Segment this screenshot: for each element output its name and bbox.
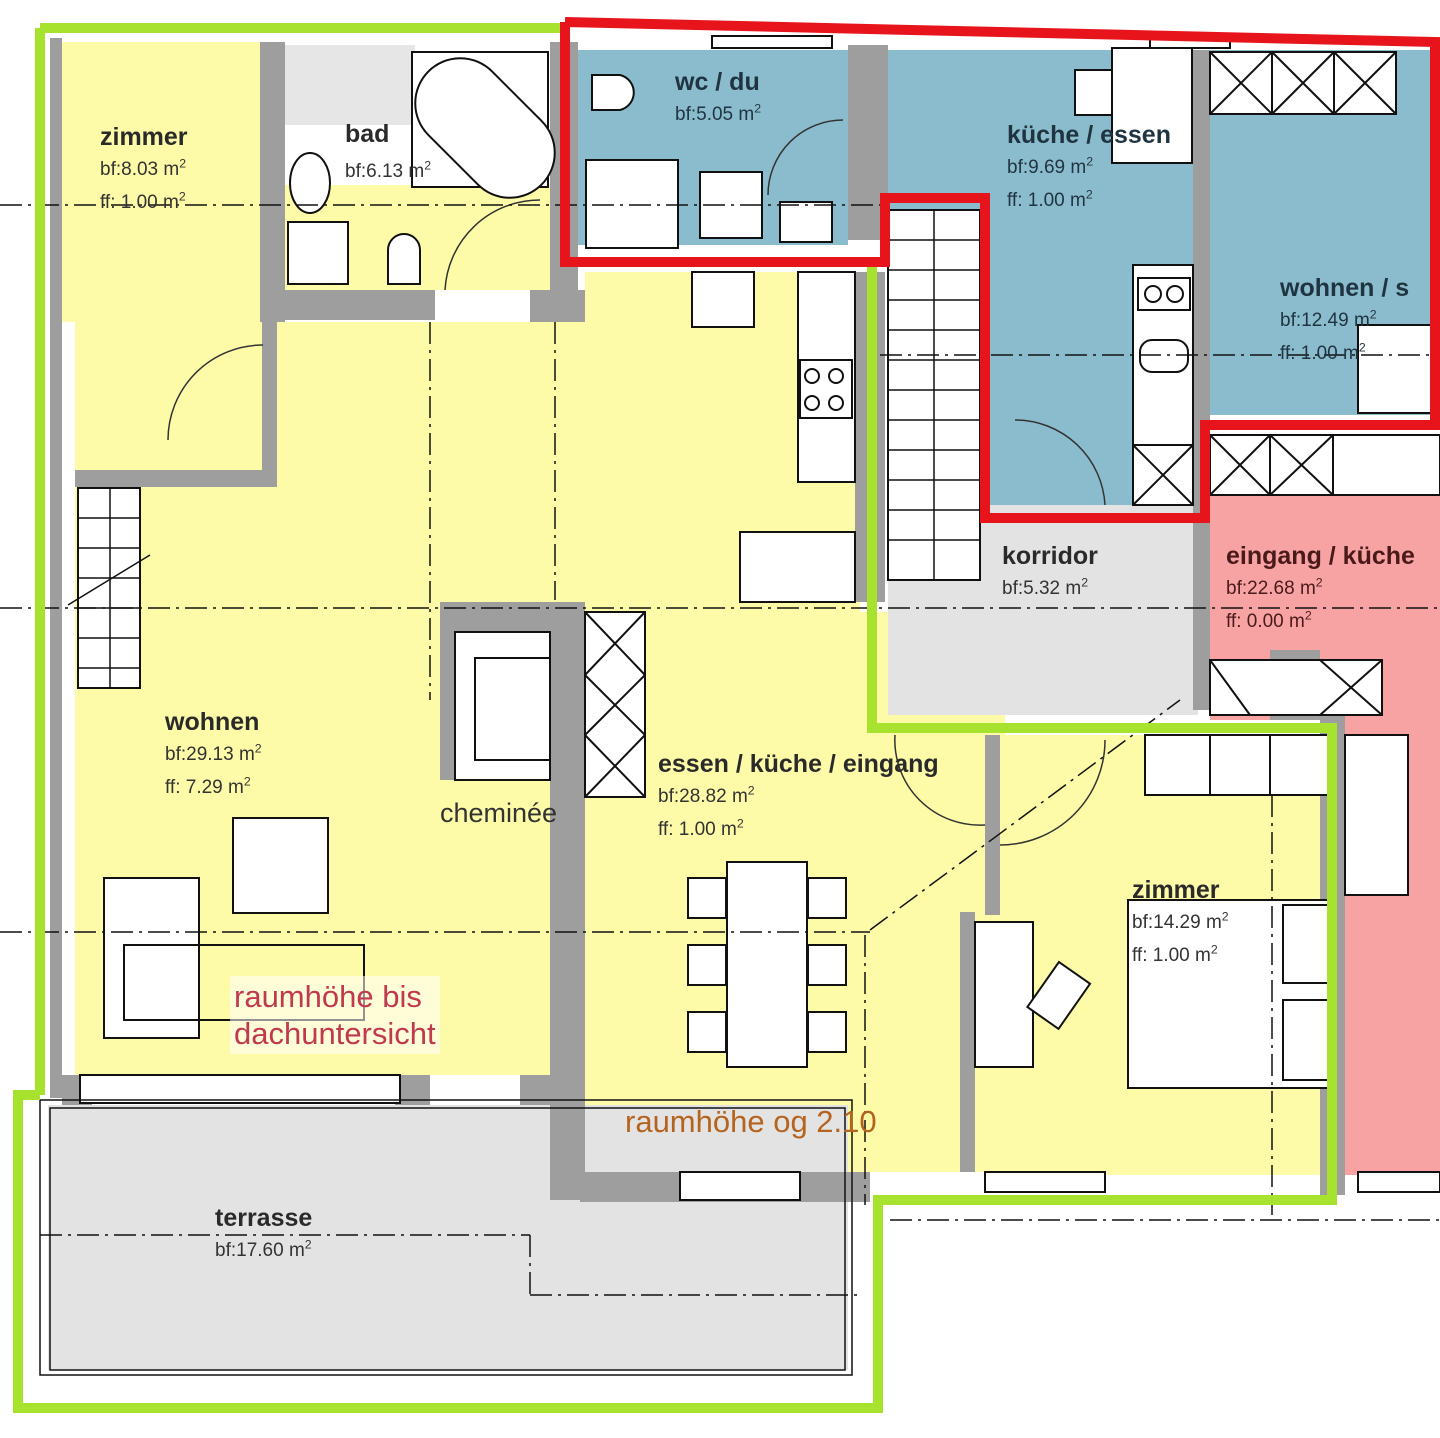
room-bf: bf:12.49 m: [1280, 310, 1370, 331]
room-bf: bf:8.03 m: [100, 159, 180, 180]
room-label-zimmer-1: zimmer bf:8.03 m2 ff: 1.00 m2: [100, 123, 188, 213]
room-area-bad: bf:6.13 m2: [345, 158, 432, 182]
room-label-essen-kueche-eingang: essen / küche / eingang bf:28.82 m2 ff: …: [658, 750, 939, 840]
note-raumhoehe-og: raumhöhe og 2.10: [625, 1104, 877, 1139]
room-bf: bf:22.68 m: [1226, 578, 1316, 599]
room-ff: ff: 7.29 m: [165, 777, 244, 798]
door-swings: [167, 119, 1106, 846]
room-bf: bf:9.69 m: [1007, 157, 1087, 178]
label-cheminee: cheminée: [440, 798, 558, 828]
room-name: korridor: [1002, 542, 1098, 570]
room-label-wohnen-schlafen: wohnen / s bf:12.49 m2 ff: 1.00 m2: [1280, 274, 1410, 364]
room-name: zimmer: [1132, 876, 1220, 904]
room-bf: bf:14.29 m: [1132, 912, 1222, 933]
room-name: küche / essen: [1007, 121, 1171, 149]
room-label-eingang-kueche: eingang / küche bf:22.68 m2 ff: 0.00 m2: [1226, 542, 1415, 632]
room-label-wc-du: wc / du bf:5.05 m2: [675, 68, 762, 125]
room-ff: ff: 0.00 m: [1226, 611, 1305, 632]
room-label-kueche-essen: küche / essen bf:9.69 m2 ff: 1.00 m2: [1007, 121, 1171, 211]
note-raumhoehe-dachuntersicht: raumhöhe bis dachuntersicht: [230, 976, 440, 1055]
room-label-korridor: korridor bf:5.32 m2: [1002, 542, 1098, 599]
terrace-border: [39, 1099, 853, 1376]
room-name: terrasse: [215, 1204, 313, 1232]
room-ff: ff: 1.00 m: [100, 192, 179, 213]
room-name: wohnen: [165, 708, 260, 736]
room-bf: bf:28.82 m: [658, 786, 748, 807]
room-ff: ff: 1.00 m: [658, 819, 737, 840]
room-ff: ff: 1.00 m: [1280, 343, 1359, 364]
room-bf: bf:29.13 m: [165, 744, 255, 765]
room-bf: bf:5.05 m: [675, 104, 755, 125]
room-bf: bf:6.13 m: [345, 161, 425, 182]
room-name: essen / küche / eingang: [658, 750, 939, 778]
room-name: zimmer: [100, 123, 188, 151]
room-label-zimmer-2: zimmer bf:14.29 m2 ff: 1.00 m2: [1132, 876, 1229, 966]
room-bf: bf:5.32 m: [1002, 578, 1082, 599]
room-name: bad: [345, 120, 390, 148]
red-outline: [560, 17, 1440, 523]
room-ff: ff: 1.00 m: [1132, 945, 1211, 966]
room-label-bad: bad: [345, 122, 389, 147]
room-ff: ff: 1.00 m: [1007, 190, 1086, 211]
room-label-terrasse: terrasse bf:17.60 m2: [215, 1204, 313, 1261]
room-bf: bf:17.60 m: [215, 1240, 305, 1261]
axis-lines: [0, 204, 1440, 1296]
room-label-wohnen: wohnen bf:29.13 m2 ff: 7.29 m2: [165, 708, 262, 798]
room-name: eingang / küche: [1226, 542, 1415, 570]
room-name: wohnen / s: [1280, 274, 1410, 302]
room-name: wc / du: [675, 68, 760, 96]
